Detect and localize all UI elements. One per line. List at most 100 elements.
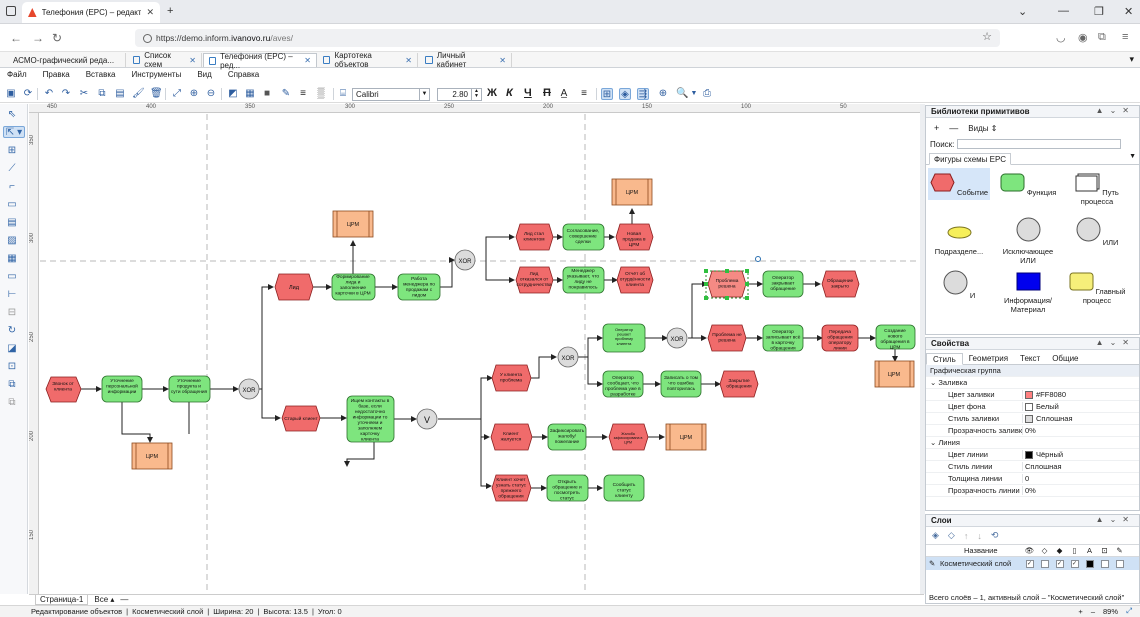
- close-tab-icon[interactable]: ✕: [304, 56, 311, 65]
- zoom-in-button[interactable]: +: [1078, 606, 1083, 616]
- event-incoming-call[interactable]: [45, 376, 82, 403]
- xor-connector-2[interactable]: [454, 249, 476, 271]
- fill-style-icon[interactable]: ▦: [245, 88, 255, 99]
- print-checkbox[interactable]: ✓: [1055, 559, 1064, 568]
- line-width-icon[interactable]: ≡: [300, 88, 306, 99]
- function-agree-deal[interactable]: [562, 223, 605, 251]
- format-brush-icon[interactable]: 🖌: [132, 88, 145, 99]
- function-operator-reports[interactable]: [602, 370, 644, 398]
- selection-handles[interactable]: [704, 269, 749, 300]
- shadow-icon[interactable]: ■: [263, 88, 271, 99]
- fill-color-row[interactable]: Цвет заливки#FF8080: [926, 389, 1139, 401]
- rectangle-tool-icon[interactable]: ▭: [7, 199, 17, 210]
- crm-document-complaint[interactable]: [665, 423, 707, 451]
- zoom-in-icon[interactable]: ⊕: [189, 88, 199, 99]
- new-tab-button[interactable]: +: [167, 5, 174, 17]
- tabs-dropdown-icon[interactable]: ⌄: [1018, 6, 1028, 18]
- font-family-select[interactable]: Calibri ▼: [352, 88, 430, 101]
- dimension-tool-icon[interactable]: ⊢: [7, 289, 17, 300]
- layer-row[interactable]: ✎ Косметический слой ✓ ✓ ✓: [926, 557, 1139, 570]
- function-create-lead[interactable]: [331, 273, 376, 301]
- canvas-scrollbar[interactable]: [920, 104, 925, 594]
- menu-tools[interactable]: Инструменты: [131, 70, 182, 79]
- function-operator-closes[interactable]: [762, 270, 804, 298]
- align-tool-icon[interactable]: ⊟: [7, 307, 17, 318]
- library-item-process-path[interactable]: Путь процесса: [1066, 173, 1128, 206]
- panel-controls[interactable]: ▲⌄✕: [1095, 106, 1135, 115]
- close-tab-icon[interactable]: ✕: [189, 55, 196, 65]
- event-complaint-recorded[interactable]: [608, 423, 649, 451]
- crm-document-top-right[interactable]: [611, 178, 653, 206]
- remove-library-icon[interactable]: —: [949, 123, 959, 133]
- move-down-icon[interactable]: ↓: [977, 530, 982, 541]
- select-tool-icon[interactable]: ⇱ ▾: [3, 126, 25, 138]
- event-lead-refused[interactable]: [515, 266, 554, 294]
- add-layer-icon[interactable]: ◈: [932, 530, 939, 540]
- or-connector[interactable]: [416, 408, 438, 430]
- font-size-input[interactable]: 2.80 ▲▼: [437, 88, 482, 101]
- event-lead[interactable]: [274, 273, 314, 301]
- fill-color-swatch[interactable]: [1025, 390, 1033, 399]
- function-clarify-info[interactable]: [101, 375, 143, 403]
- snap-icon[interactable]: ⊕: [658, 88, 668, 99]
- shape-checkbox[interactable]: [1097, 559, 1112, 568]
- app-tab-catalog[interactable]: Картотека объектов✕: [318, 51, 418, 69]
- event-lead-became-client[interactable]: [515, 223, 554, 251]
- tab-list-icon[interactable]: [6, 6, 16, 16]
- extensions-icon[interactable]: ⧉: [1098, 31, 1106, 43]
- remove-layer-icon[interactable]: ◇: [947, 530, 955, 540]
- line-tool-icon[interactable]: ⟋: [8, 163, 16, 174]
- library-item-event[interactable]: Событие: [928, 168, 990, 200]
- layer-tool-icon[interactable]: ⧉: [8, 379, 16, 390]
- zoom-out-icon[interactable]: ⊖: [206, 88, 216, 99]
- fill-checkbox[interactable]: ✓: [1070, 559, 1079, 568]
- xor-connector-1[interactable]: [238, 378, 260, 400]
- image-tool-icon[interactable]: ▨: [7, 235, 17, 246]
- function-operator-decide[interactable]: [602, 323, 646, 353]
- event-refusal-report[interactable]: [616, 266, 654, 294]
- event-request-closing[interactable]: [719, 370, 759, 398]
- xor-connector-4[interactable]: [666, 327, 688, 349]
- library-search-input[interactable]: [957, 139, 1121, 149]
- library-item-main-process[interactable]: Главный процесс: [1066, 272, 1128, 305]
- app-tab-schemes[interactable]: Список схем✕: [128, 51, 202, 69]
- line-section[interactable]: ⌄ Линия: [926, 437, 1139, 449]
- layer-settings-icon[interactable]: ⟲: [990, 530, 999, 540]
- page-filter[interactable]: Все ▴: [94, 595, 115, 604]
- crm-document-bottom[interactable]: [131, 442, 173, 470]
- stack-tool-icon[interactable]: ⧉: [8, 397, 16, 408]
- visible-checkbox[interactable]: ✓: [1025, 559, 1034, 568]
- tab-geometry[interactable]: Геометрия: [968, 354, 1009, 363]
- fill-style-swatch[interactable]: [1025, 414, 1033, 423]
- underline-button[interactable]: Ч: [524, 87, 532, 99]
- undo-icon[interactable]: ↶: [44, 88, 54, 99]
- library-item-function[interactable]: Функция: [997, 173, 1059, 197]
- function-open-request[interactable]: [546, 474, 589, 502]
- menu-icon[interactable]: ≡: [1122, 31, 1129, 43]
- views-dropdown[interactable]: Виды ⇕: [968, 123, 998, 133]
- library-item-or[interactable]: ИЛИ: [1066, 217, 1128, 247]
- back-icon[interactable]: ←: [10, 31, 22, 45]
- page-tab[interactable]: Страница-1: [35, 594, 89, 605]
- tab-text[interactable]: Текст: [1020, 354, 1041, 363]
- pointer-tool-icon[interactable]: ⇖: [7, 109, 17, 120]
- table-tool-icon[interactable]: ▦: [7, 253, 17, 264]
- align-icon[interactable]: ⇶: [637, 88, 649, 100]
- rotation-handle[interactable]: [755, 256, 761, 262]
- app-tab-asmo[interactable]: АСМО-графический реда...: [8, 53, 126, 67]
- line-color-icon[interactable]: ✎: [281, 88, 291, 99]
- event-problem-unsolved[interactable]: [707, 324, 747, 352]
- event-client-problem[interactable]: [491, 364, 532, 392]
- function-record-complaint[interactable]: [547, 423, 587, 451]
- panel-controls[interactable]: ▲⌄✕: [1095, 338, 1135, 347]
- address-bar[interactable]: https://demo.inform.ivanovo.ru/aves/ ☆: [135, 29, 1000, 47]
- fill-section[interactable]: ⌄ Заливка: [926, 377, 1139, 389]
- cut-icon[interactable]: ✂: [79, 88, 89, 99]
- menu-insert[interactable]: Вставка: [85, 70, 116, 79]
- panel-controls[interactable]: ▲⌄✕: [1095, 515, 1135, 524]
- text-color-icon[interactable]: A̲: [560, 88, 568, 99]
